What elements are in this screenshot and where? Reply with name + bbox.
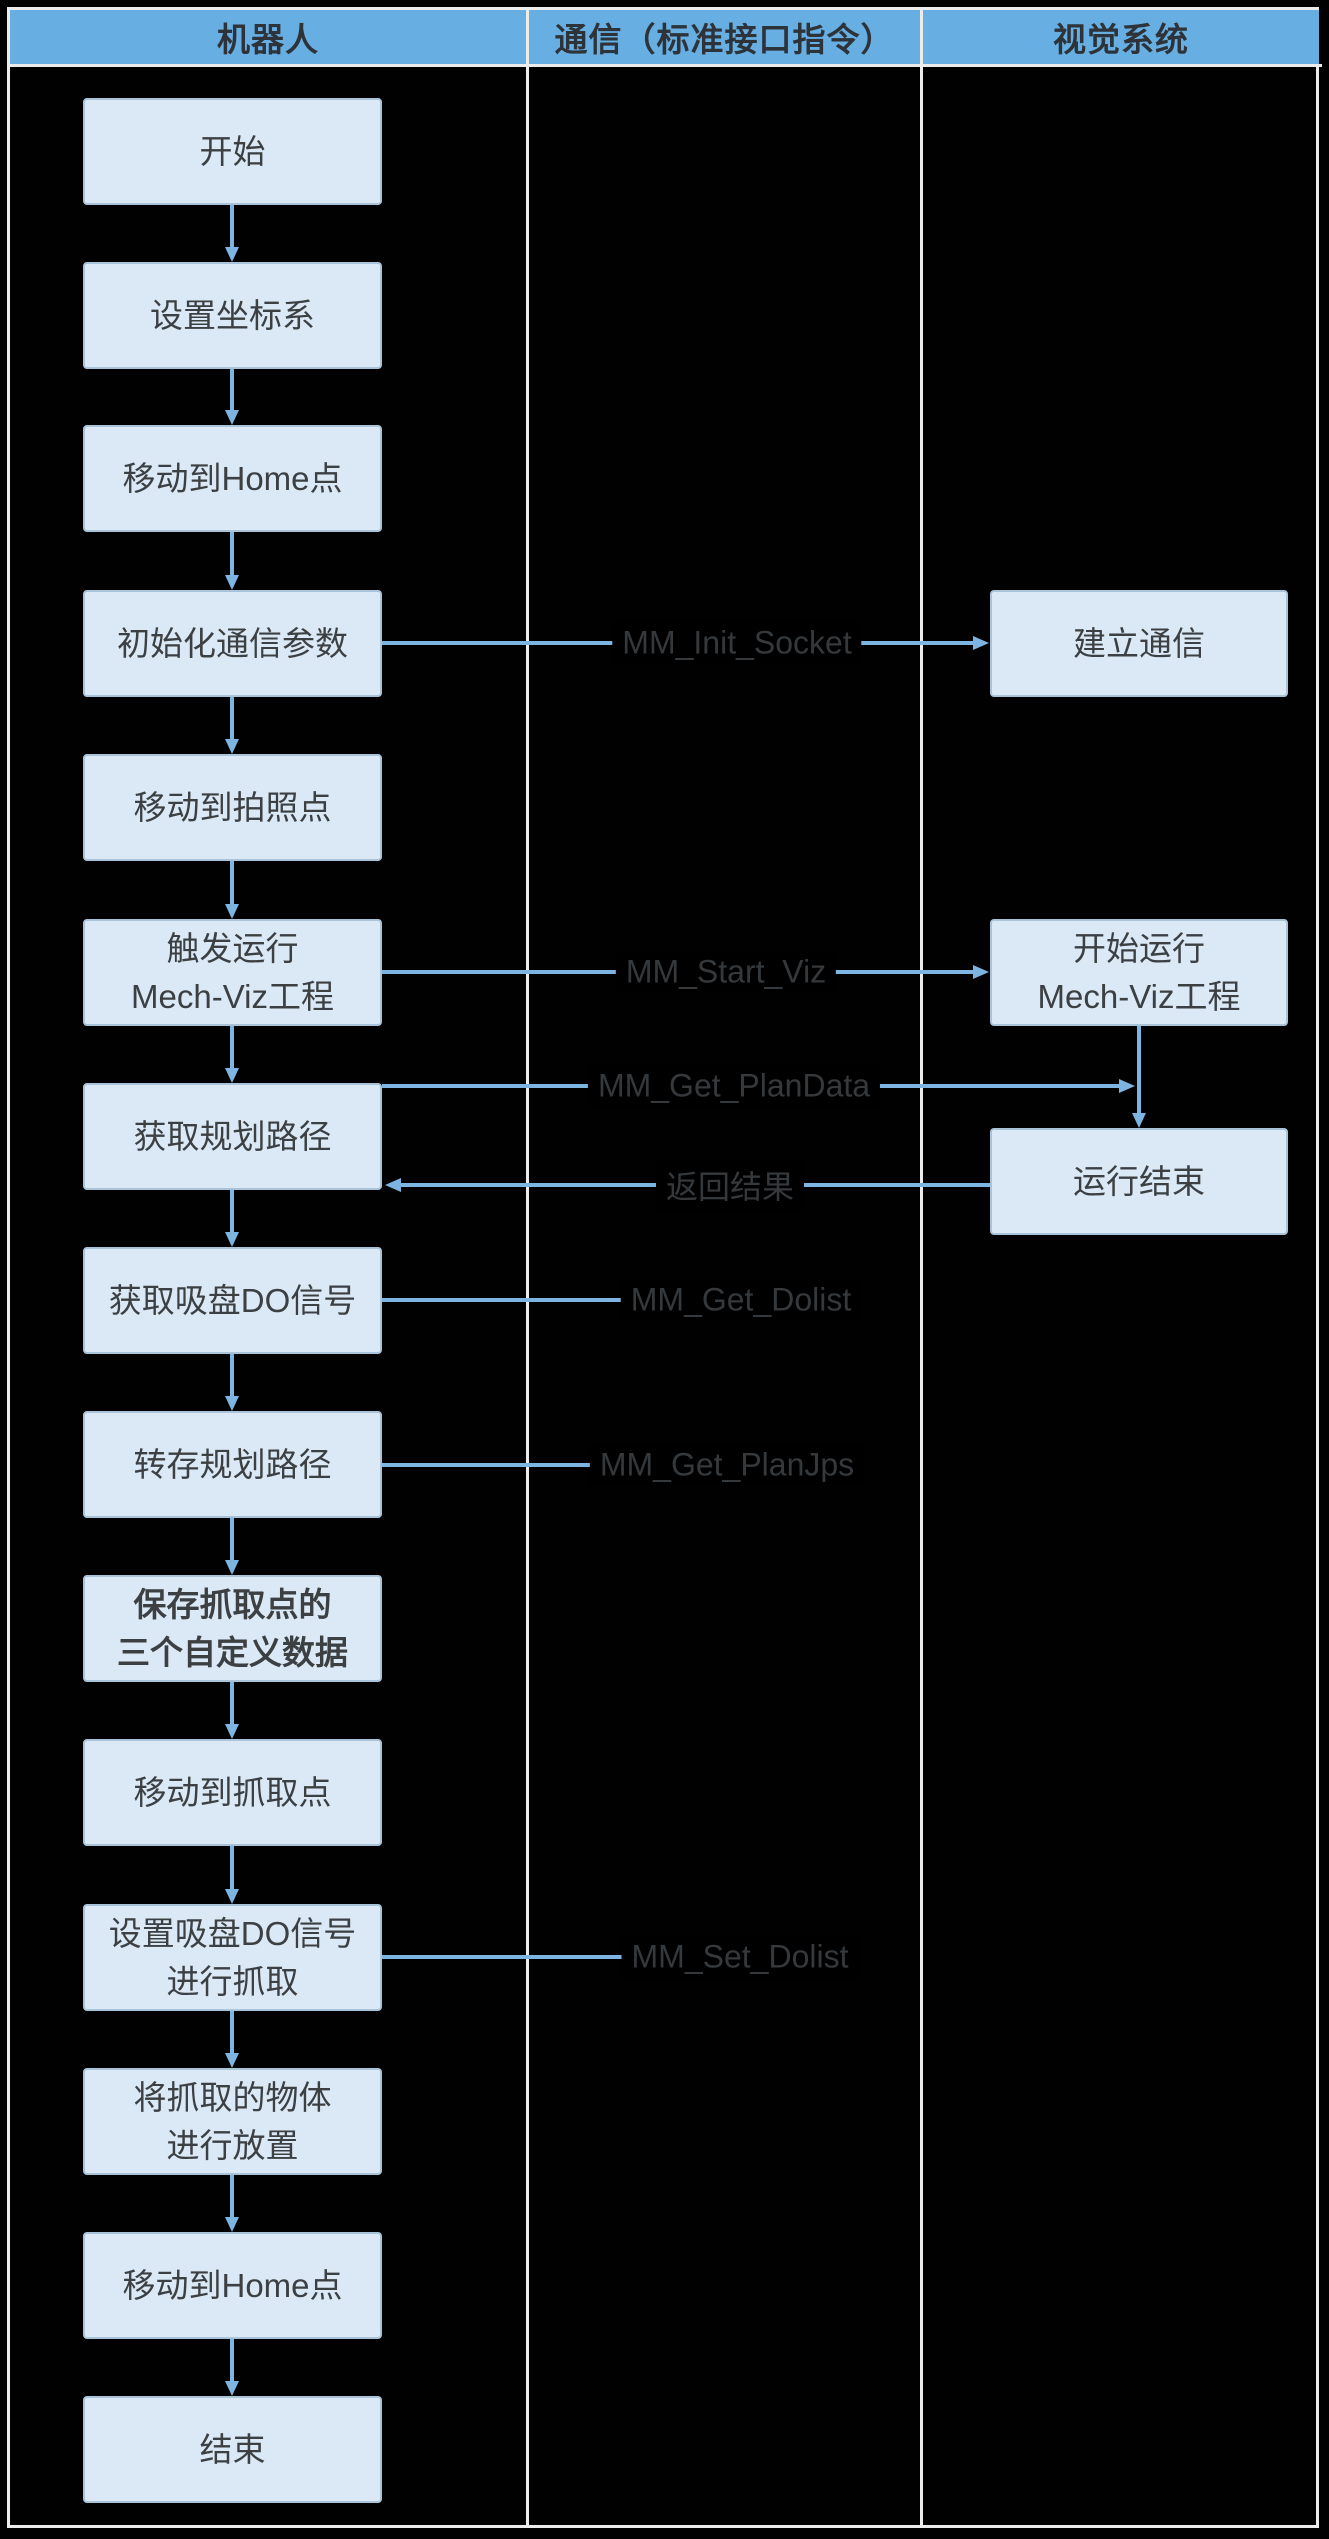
- step-get-suction-do-signal: 获取吸盘DO信号: [83, 1247, 382, 1354]
- command-mm-get-plandata: MM_Get_PlanData: [587, 1065, 881, 1107]
- lane-header-robot-label: 机器人: [217, 21, 319, 58]
- header-underline: [7, 64, 1322, 67]
- step-init-communication: 初始化通信参数: [83, 590, 382, 697]
- arrow-down: [225, 1190, 239, 1247]
- command-mm-init-socket: MM_Init_Socket: [612, 622, 862, 664]
- step-trigger-mech-viz: 触发运行 Mech-Viz工程: [83, 919, 382, 1026]
- command-mm-get-dolist: MM_Get_Dolist: [620, 1279, 862, 1321]
- lane-header-vision: 视觉系统: [923, 10, 1319, 64]
- lane-header-communication-label: 通信（标准接口指令）: [554, 21, 895, 58]
- step-dump-planned-path: 转存规划路径: [83, 1411, 382, 1518]
- command-mm-start-viz: MM_Start_Viz: [615, 951, 837, 993]
- arrow-viz-to-finished: [1132, 1026, 1146, 1128]
- step-place-object: 将抓取的物体 进行放置: [83, 2068, 382, 2175]
- vision-start-mech-viz: 开始运行 Mech-Viz工程: [990, 919, 1288, 1026]
- arrow-down: [225, 1518, 239, 1575]
- step-start: 开始: [83, 98, 382, 205]
- lane-divider-1: [526, 7, 529, 2528]
- step-save-grasp-point-data: 保存抓取点的 三个自定义数据: [83, 1575, 382, 1682]
- arrow-down: [225, 1846, 239, 1904]
- command-mm-get-planjps: MM_Get_PlanJps: [589, 1444, 865, 1486]
- lane-divider-2: [920, 7, 923, 2528]
- arrow-down: [225, 2011, 239, 2068]
- step-move-to-photo-point: 移动到拍照点: [83, 754, 382, 861]
- outer-frame: [7, 7, 1319, 2528]
- lane-header-communication: 通信（标准接口指令）: [529, 10, 920, 64]
- step-move-to-grasp-point: 移动到抓取点: [83, 1739, 382, 1846]
- vision-establish-communication: 建立通信: [990, 590, 1288, 697]
- lane-header-vision-label: 视觉系统: [1053, 21, 1189, 58]
- step-set-coordinate-system: 设置坐标系: [83, 262, 382, 369]
- arrow-down: [225, 369, 239, 425]
- arrow-down: [225, 1026, 239, 1083]
- lane-header-robot: 机器人: [10, 10, 526, 64]
- arrow-down: [225, 861, 239, 919]
- arrow-down: [225, 532, 239, 590]
- arrow-down: [225, 2175, 239, 2232]
- command-mm-set-dolist: MM_Set_Dolist: [621, 1936, 859, 1978]
- vision-run-finished: 运行结束: [990, 1128, 1288, 1235]
- arrow-down: [225, 205, 239, 262]
- step-get-planned-path: 获取规划路径: [83, 1083, 382, 1190]
- step-move-to-home-2: 移动到Home点: [83, 2232, 382, 2339]
- step-set-suction-do-grasp: 设置吸盘DO信号 进行抓取: [83, 1904, 382, 2011]
- command-return-result: 返回结果: [655, 1160, 805, 1210]
- arrow-down: [225, 1354, 239, 1411]
- step-end: 结束: [83, 2396, 382, 2503]
- arrow-down: [225, 2339, 239, 2396]
- arrow-down: [225, 697, 239, 754]
- arrow-down: [225, 1682, 239, 1739]
- step-move-to-home-1: 移动到Home点: [83, 425, 382, 532]
